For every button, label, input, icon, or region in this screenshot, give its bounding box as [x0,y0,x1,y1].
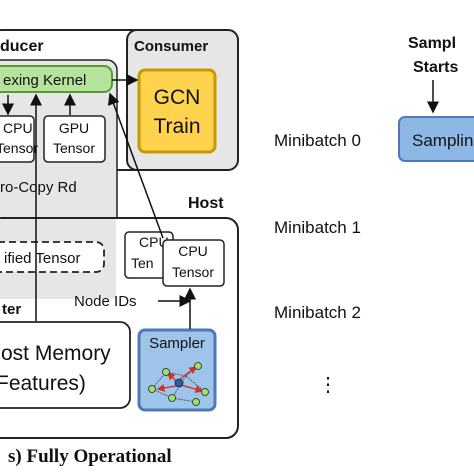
producer-title: ducer [0,38,44,55]
consumer-title: Consumer [134,38,208,55]
cpu-tensor-front-line1: CPU [178,243,208,259]
gpu-tensor-box [43,115,106,163]
unified-tensor-box [0,241,105,273]
sampling-starts-line2: Starts [413,59,458,76]
cpu-tensor-front-line2: Tensor [172,264,214,280]
minibatch-1-label: Minibatch 1 [274,218,361,237]
train-label: Train [153,115,200,138]
cpu-tensor-producer-box [0,115,35,163]
sampler-graph-icon [148,362,209,406]
sampling-box [398,116,474,162]
unified-tensor-label: ified Tensor [4,250,80,267]
cpu-tensor-back-line2: Ten [131,255,154,271]
cpu-tensor-producer-line1: CPU [3,120,33,136]
gcn-label: GCN [154,86,201,109]
sampling-starts-line1: Sampl [408,35,456,52]
host-memory-line1: ost Memory [1,342,111,365]
indexing-kernel-box [0,65,113,93]
figure-caption: s) Fully Operational [8,446,172,467]
cpu-tensor-producer-line2: Tensor [0,140,38,156]
cpu-tensor-front-box [162,239,225,287]
indexing-kernel-label: exing Kernel [3,72,86,89]
gpu-tensor-line1: GPU [59,120,89,136]
cluster-label: ter [2,301,21,318]
host-memory-box [0,321,131,409]
gcn-train-box [137,68,217,154]
cpu-tensor-back-line1: CPU [139,234,169,250]
gpu-tensor-line2: Tensor [53,140,95,156]
zero-copy-label: ro-Copy Rd [0,179,77,196]
arrow-cpu-tensor-to-kernel [107,92,164,239]
host-title: Host [188,195,224,212]
host-memory-line2: Features) [0,372,86,395]
node-ids-label: Node IDs [74,293,137,310]
minibatch-0-label: Minibatch 0 [274,131,361,150]
minibatch-2-label: Minibatch 2 [274,303,361,322]
sampling-box-label: Samplin [412,131,473,150]
timeline-ellipsis: ⋮ [318,374,338,396]
sampler-label: Sampler [149,335,205,352]
